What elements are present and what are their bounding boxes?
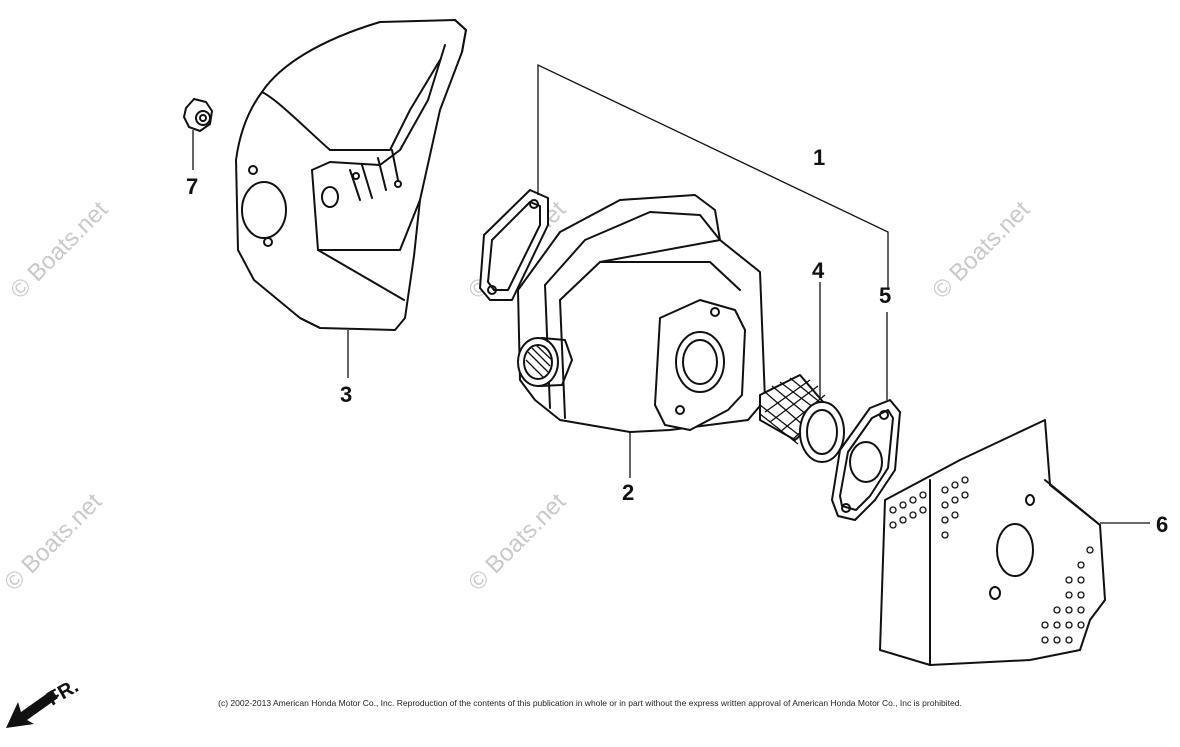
copyright-notice: (c) 2002-2013 American Honda Motor Co., … (218, 698, 962, 708)
callout-1: 1 (813, 145, 825, 170)
part-4-spark-arrester (759, 282, 845, 463)
part-3-muffler-protector (235, 19, 467, 378)
callout-2: 2 (622, 480, 634, 505)
front-arrow-icon (6, 690, 58, 728)
watermark-left-top: © Boats.net (5, 196, 113, 304)
part-7-nut (183, 98, 213, 170)
part-6-perforations (889, 476, 1094, 644)
callout-5: 5 (879, 283, 891, 308)
callout-4: 4 (812, 258, 825, 283)
callouts: 1 2 3 4 5 6 7 (186, 145, 1168, 537)
watermark-right-top: © Boats.net (927, 196, 1035, 304)
part-2-muffler (479, 189, 766, 478)
callout-6: 6 (1156, 512, 1168, 537)
watermark-left-bottom: © Boats.net (0, 488, 107, 596)
callout-7: 7 (186, 174, 198, 199)
part-6-heat-shield (879, 419, 1150, 666)
assembly-guide-lines (537, 63, 889, 290)
callout-3: 3 (340, 382, 352, 407)
part-5-gasket (831, 312, 901, 521)
watermark-center-bottom: © Boats.net (463, 488, 571, 596)
